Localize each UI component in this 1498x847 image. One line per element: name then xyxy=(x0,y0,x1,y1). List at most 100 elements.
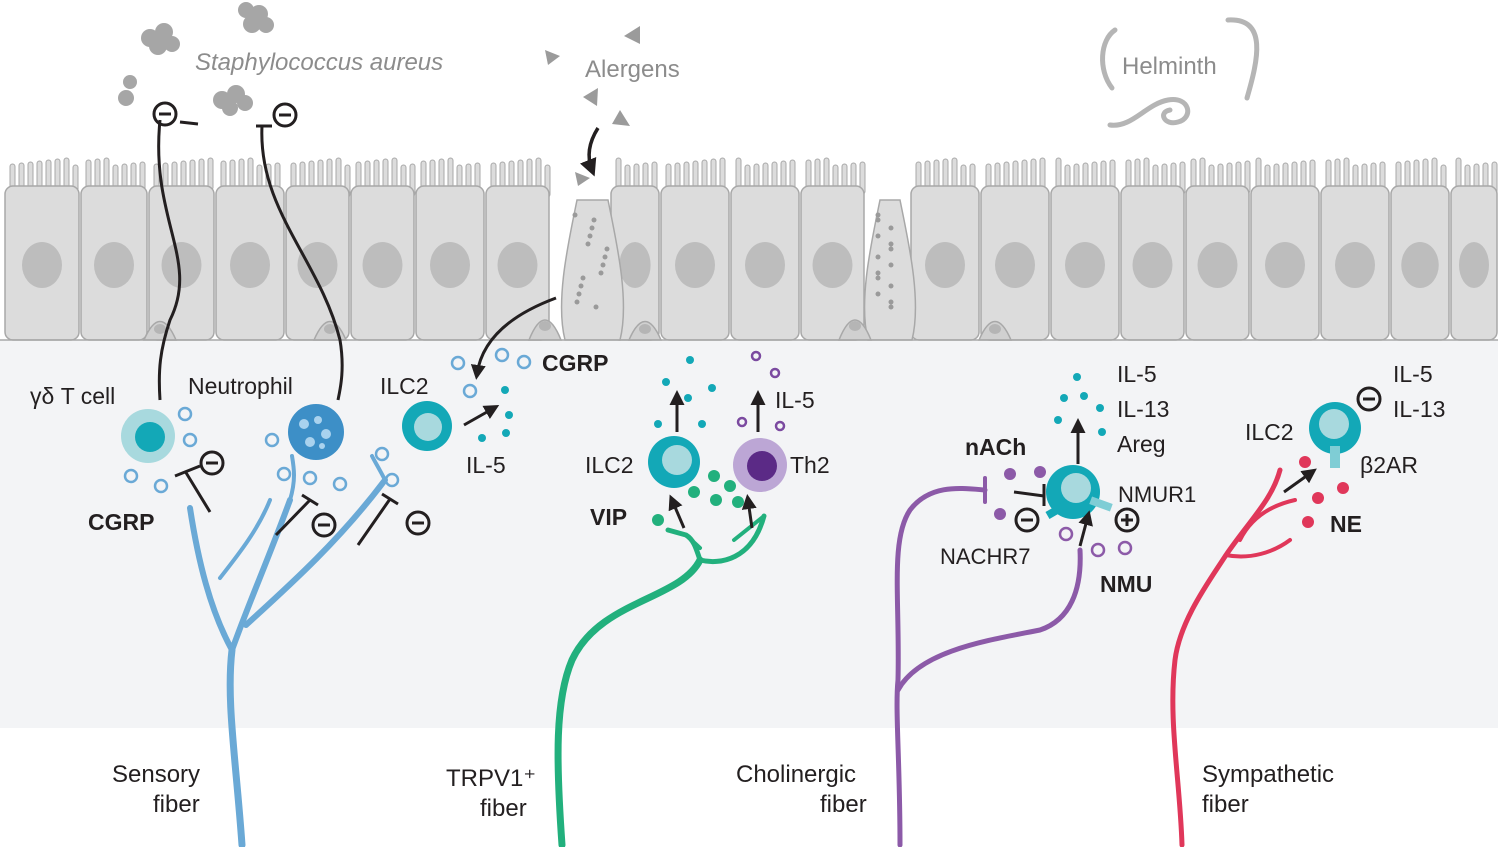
cell-nucleus xyxy=(161,242,202,288)
th2-label: Th2 xyxy=(790,452,830,478)
microvillus xyxy=(951,157,958,191)
staph-cluster xyxy=(213,85,253,116)
neutrophil-granules xyxy=(299,416,331,449)
basal-nucleus xyxy=(639,324,651,334)
il5-trpv1-label: IL-5 xyxy=(775,387,815,413)
cell-nucleus xyxy=(22,242,62,288)
cell-nucleus xyxy=(497,242,538,288)
granule xyxy=(589,225,595,231)
microvillus xyxy=(247,157,254,191)
nach-label: nACh xyxy=(965,434,1026,460)
il5-release-arrow xyxy=(463,405,500,427)
nmu-label: NMU xyxy=(1100,571,1152,597)
granule xyxy=(591,217,597,223)
ilc2-trpv1-nucleus xyxy=(662,445,692,475)
microvillus xyxy=(1143,157,1150,191)
vip-dots xyxy=(652,470,744,526)
sympathetic-minus xyxy=(1356,386,1382,412)
cell-nucleus xyxy=(619,242,651,288)
tuft-cell xyxy=(560,199,625,341)
cell-nucleus xyxy=(1401,242,1439,288)
cell-nucleus xyxy=(1265,242,1305,288)
granule xyxy=(600,262,606,268)
il5-dots-sensory xyxy=(478,386,513,442)
cholinergic-fiber xyxy=(894,476,1083,847)
cell-nucleus xyxy=(430,242,470,288)
cell-nucleus xyxy=(1065,242,1105,288)
cholinergic-symbols xyxy=(1014,507,1140,533)
cell-nucleus xyxy=(1197,242,1238,288)
microvillus xyxy=(735,157,742,191)
granule xyxy=(598,270,604,276)
cell-nucleus xyxy=(94,242,134,288)
allergen-particles xyxy=(545,26,640,186)
il5-dots-trpv1 xyxy=(654,356,716,428)
allergen-entry-arrow xyxy=(579,127,600,177)
il5-sensory-label: IL-5 xyxy=(466,452,506,478)
granule xyxy=(875,270,881,276)
microvillus xyxy=(1199,157,1206,191)
ilc2-trpv1-label: ILC2 xyxy=(585,452,634,478)
basal-nucleus xyxy=(154,324,166,334)
nachr7-receptor xyxy=(1045,501,1069,519)
sensory-fiber xyxy=(187,454,388,847)
granule xyxy=(574,299,580,305)
cell-nucleus xyxy=(297,242,338,288)
cholinergic-fiber-label-line1: Cholinergic xyxy=(736,761,856,788)
granule xyxy=(888,241,894,247)
microvillus xyxy=(1431,157,1438,191)
il5-dots-cholinergic xyxy=(1054,373,1106,436)
b2ar-receptor xyxy=(1330,446,1340,468)
staph-clusters xyxy=(118,2,274,116)
staph-cluster xyxy=(238,2,274,33)
tuft-cell xyxy=(863,199,917,341)
neutrophil-label: Neutrophil xyxy=(188,373,293,399)
granule xyxy=(585,241,591,247)
microvillus xyxy=(103,157,110,191)
microvillus xyxy=(615,157,622,191)
microvillus xyxy=(335,157,342,191)
microvillus xyxy=(719,157,726,191)
basal-nucleus xyxy=(539,321,551,331)
granule xyxy=(875,233,881,239)
granule xyxy=(602,254,608,260)
granule xyxy=(578,283,584,289)
il13-cholinergic-label: IL-13 xyxy=(1117,396,1169,422)
microvillus xyxy=(1055,157,1062,191)
gd-t-cell-label: γδ T cell xyxy=(30,383,115,409)
microvillus xyxy=(207,157,214,191)
microvillus xyxy=(63,157,70,191)
il5-cholinergic-label: IL-5 xyxy=(1117,361,1157,387)
microvillus xyxy=(1343,157,1350,191)
cell-nucleus xyxy=(362,242,403,288)
sympathetic-fiber-label-line2: fiber xyxy=(1202,791,1249,818)
cell-nucleus xyxy=(1459,242,1489,288)
basal-nucleus xyxy=(989,324,1001,334)
cell-nucleus xyxy=(1132,242,1173,288)
minus-symbols-sensory xyxy=(152,101,431,538)
ilc2-sympathetic-label: ILC2 xyxy=(1245,419,1294,445)
trpv1-arrows xyxy=(668,390,766,529)
microvillus xyxy=(1455,157,1462,191)
b2ar-label: β2AR xyxy=(1360,452,1418,478)
cell-nucleus xyxy=(995,242,1035,288)
cgrp-vesicles-sensory xyxy=(123,347,532,494)
granule xyxy=(888,225,894,231)
granule xyxy=(888,246,894,252)
gd-t-cell-nucleus xyxy=(135,422,165,452)
vip-label: VIP xyxy=(590,504,627,530)
nmu-rings xyxy=(1058,526,1133,558)
lamina-propria xyxy=(0,340,1498,728)
granule xyxy=(875,254,881,260)
granule xyxy=(888,283,894,289)
th2-nucleus xyxy=(747,451,777,481)
staph-label: Staphylococcus aureus xyxy=(195,49,443,76)
cell-nucleus xyxy=(812,242,853,288)
ilc2-sensory-nucleus xyxy=(414,413,442,441)
basal-nucleus xyxy=(324,324,336,334)
il5-rings-th2 xyxy=(736,350,786,432)
granule xyxy=(888,304,894,310)
helminth-worm xyxy=(1100,17,1260,128)
cell-nucleus xyxy=(925,242,965,288)
